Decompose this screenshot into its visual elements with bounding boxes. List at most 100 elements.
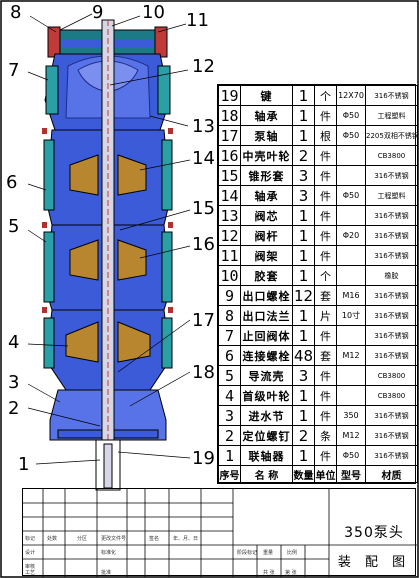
bom-cell-spec: Φ20 [336, 225, 366, 246]
bom-cell-unit: 件 [314, 185, 337, 206]
bom-header-cell: 序号 [218, 465, 241, 483]
callout-11: 11 [186, 10, 209, 31]
bom-cell-spec [336, 385, 366, 406]
bom-cell-no: 2 [218, 425, 241, 446]
bom-cell-spec: Φ50 [336, 445, 366, 466]
bom-cell-material: 橡胶 [365, 265, 418, 286]
pump-assembly-drawing [27, 13, 191, 491]
title-block: 标记 处数 分区 更改文件号 签名 年、月、日 设计 标准化 审核 工艺 批准 … [22, 488, 417, 577]
callout-2: 2 [8, 398, 20, 419]
bom-cell-no: 9 [218, 285, 241, 306]
bom-cell-no: 16 [218, 145, 241, 166]
tb-sign: 签名 [149, 536, 160, 542]
tb-mark: 标记 [25, 536, 36, 542]
bom-cell-name: 导流壳 [240, 365, 293, 386]
bom-cell-spec: M16 [336, 285, 366, 306]
callout-15: 15 [192, 198, 215, 219]
bom-cell-spec [336, 245, 366, 266]
callout-17: 17 [192, 310, 215, 331]
bom-cell-spec: 350 [336, 405, 366, 426]
callout-5: 5 [8, 216, 20, 237]
bom-cell-material: 316不锈钢 [365, 85, 418, 106]
bom-cell-no: 4 [218, 385, 241, 406]
bom-cell-no: 17 [218, 125, 241, 146]
bom-cell-unit: 条 [314, 425, 337, 446]
bom-cell-name: 泵轴 [240, 125, 293, 146]
tb-review: 审核 [25, 564, 36, 570]
bom-header-cell: 型号 [336, 465, 366, 483]
bom-cell-spec [336, 205, 366, 226]
bom-cell-unit: 件 [314, 225, 337, 246]
bom-cell-unit: 个 [314, 85, 337, 106]
bom-cell-name: 键 [240, 85, 293, 106]
bom-cell-spec [336, 325, 366, 346]
tb-scale: 比例 [287, 550, 298, 556]
bom-cell-name: 出口螺栓 [240, 285, 293, 306]
bom-cell-unit: 片 [314, 305, 337, 326]
bom-cell-no: 19 [218, 85, 241, 106]
bom-cell-unit: 套 [314, 285, 337, 306]
bom-cell-qty: 1 [292, 325, 315, 346]
callout-3: 3 [8, 372, 20, 393]
bom-cell-unit: 个 [314, 265, 337, 286]
bom-cell-no: 13 [218, 205, 241, 226]
bom-cell-qty: 1 [292, 225, 315, 246]
drawing-title: 350泵头 [344, 525, 404, 541]
bom-cell-spec: M12 [336, 345, 366, 366]
bom-cell-material: 316不锈钢 [365, 405, 418, 426]
bom-cell-name: 联轴器 [240, 445, 293, 466]
bom-cell-unit: 件 [314, 325, 337, 346]
bom-cell-qty: 1 [292, 205, 315, 226]
title-block-grid [23, 489, 417, 577]
bom-cell-material: CB3800 [365, 145, 418, 166]
tb-sheet-no: 第 张 [285, 570, 297, 576]
bom-cell-material: CB3800 [365, 365, 418, 386]
bom-cell-name: 进水节 [240, 405, 293, 426]
bom-cell-no: 14 [218, 185, 241, 206]
bom-cell-qty: 1 [292, 245, 315, 266]
bom-cell-qty: 2 [292, 425, 315, 446]
bom-cell-spec: Φ50 [336, 185, 366, 206]
callout-18: 18 [192, 362, 215, 383]
pump-shaft [95, 19, 121, 491]
bom-cell-qty: 1 [292, 445, 315, 466]
bom-cell-spec [336, 265, 366, 286]
callout-16: 16 [192, 234, 215, 255]
bom-cell-material: 316不锈钢 [365, 325, 418, 346]
bom-cell-unit: 件 [314, 165, 337, 186]
bom-cell-material: CB3800 [365, 385, 418, 406]
bom-cell-material: 316不锈钢 [365, 425, 418, 446]
tb-stage-mark: 阶段标记 [237, 550, 258, 556]
bom-cell-name: 连接螺栓 [240, 345, 293, 366]
bom-header-cell: 材质 [365, 465, 418, 483]
bom-cell-qty: 1 [292, 405, 315, 426]
bom-header-cell: 名 称 [240, 465, 293, 483]
bom-cell-spec: 10寸 [336, 305, 366, 326]
bom-cell-unit: 件 [314, 145, 337, 166]
bom-cell-name: 定位螺钉 [240, 425, 293, 446]
bom-cell-no: 11 [218, 245, 241, 266]
bom-cell-name: 锥形套 [240, 165, 293, 186]
bolts [42, 128, 173, 313]
bom-cell-material: 316不锈钢 [365, 445, 418, 466]
bom-cell-unit: 件 [314, 205, 337, 226]
callout-8: 8 [10, 2, 22, 23]
bom-header-cell: 数量 [292, 465, 315, 483]
bom-cell-material: 316不锈钢 [365, 165, 418, 186]
bom-cell-spec: Φ50 [336, 125, 366, 146]
bom-cell-no: 3 [218, 405, 241, 426]
